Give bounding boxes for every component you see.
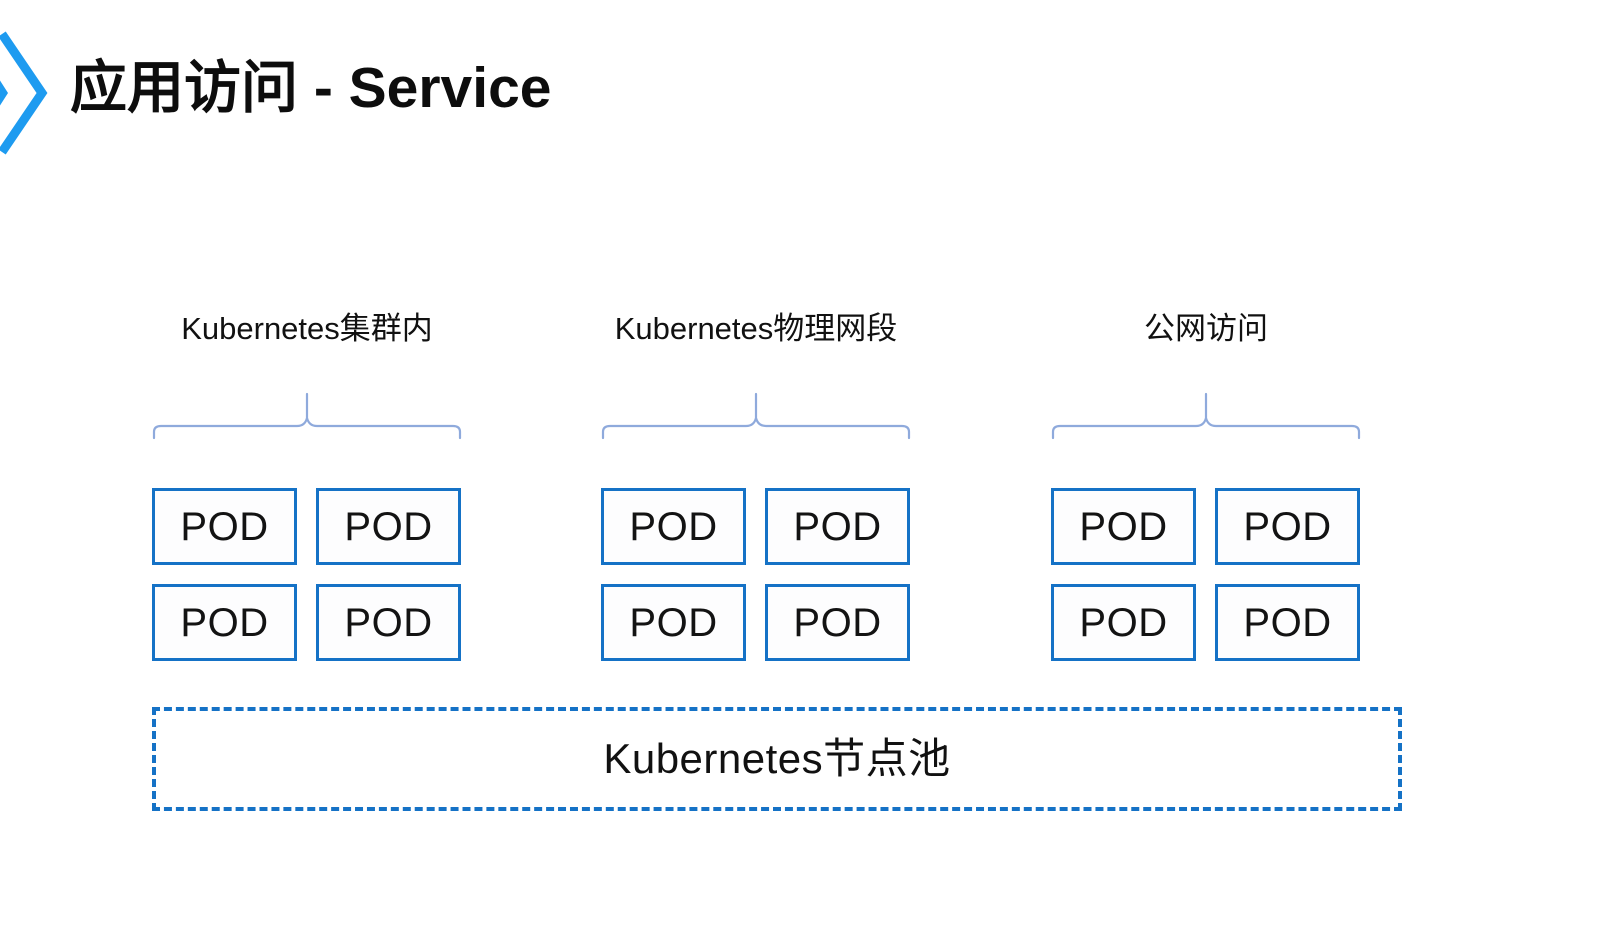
pod-label: POD	[180, 600, 269, 645]
pod-label: POD	[793, 504, 882, 549]
pod-box[interactable]: POD	[316, 584, 461, 661]
pod-box[interactable]: POD	[152, 584, 297, 661]
pod-box[interactable]: POD	[765, 488, 910, 565]
pod-label: POD	[344, 504, 433, 549]
pod-label: POD	[629, 504, 718, 549]
pod-grid-cluster-internal: POD POD POD POD	[152, 488, 461, 661]
page-title: 应用访问 - Service	[70, 56, 552, 120]
pod-label: POD	[1079, 600, 1168, 645]
pod-box[interactable]: POD	[316, 488, 461, 565]
group-label-public-network: 公网访问	[1144, 311, 1268, 346]
node-pool-container: Kubernetes节点池	[152, 707, 1402, 811]
curly-brace-icon	[1051, 392, 1361, 440]
curly-brace-icon	[601, 392, 911, 440]
pod-label: POD	[1243, 504, 1332, 549]
pod-box[interactable]: POD	[152, 488, 297, 565]
pod-label: POD	[180, 504, 269, 549]
group-label-physical-network: Kubernetes物理网段	[614, 311, 898, 346]
curly-brace-icon	[152, 392, 462, 440]
pod-label: POD	[629, 600, 718, 645]
pod-box[interactable]: POD	[1215, 488, 1360, 565]
group-label-cluster-internal: Kubernetes集群内	[181, 311, 433, 346]
pod-label: POD	[1079, 504, 1168, 549]
pod-box[interactable]: POD	[1051, 488, 1196, 565]
pod-box[interactable]: POD	[601, 488, 746, 565]
pod-label: POD	[793, 600, 882, 645]
pod-label: POD	[344, 600, 433, 645]
pod-label: POD	[1243, 600, 1332, 645]
node-pool-label: Kubernetes节点池	[603, 735, 951, 782]
pod-grid-physical-network: POD POD POD POD	[601, 488, 910, 661]
pod-box[interactable]: POD	[765, 584, 910, 661]
pod-grid-public-network: POD POD POD POD	[1051, 488, 1360, 661]
pod-box[interactable]: POD	[1215, 584, 1360, 661]
pod-box[interactable]: POD	[601, 584, 746, 661]
pod-box[interactable]: POD	[1051, 584, 1196, 661]
chevron-right-icon	[0, 31, 48, 155]
